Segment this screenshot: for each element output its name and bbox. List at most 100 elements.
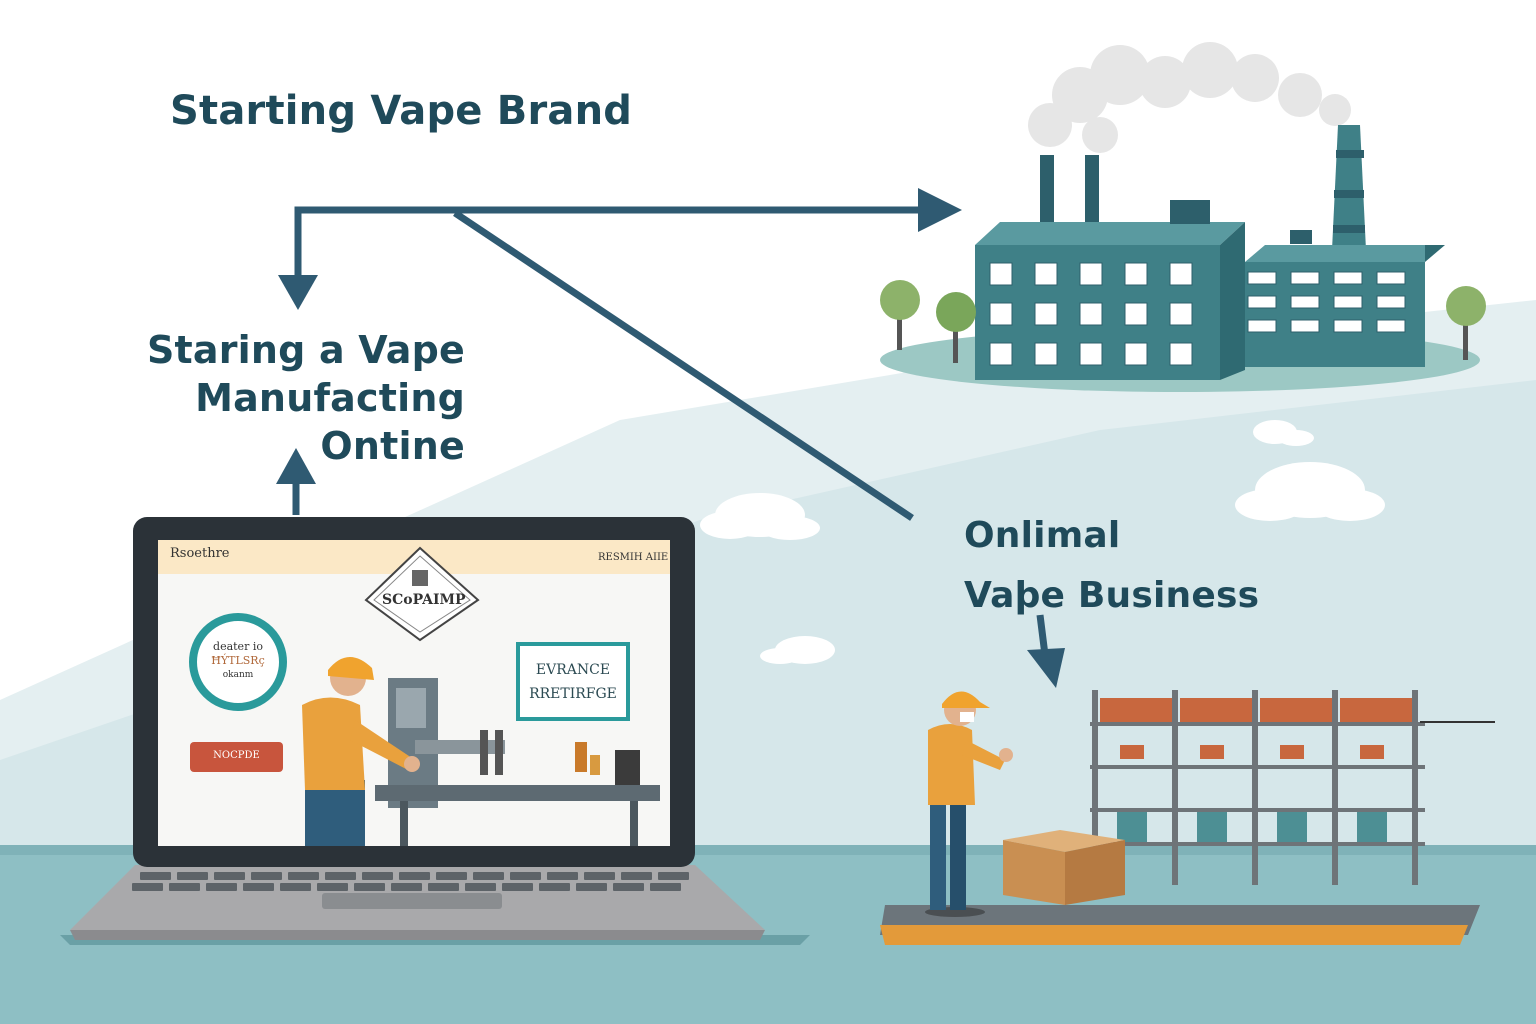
scaffold-post [1172,690,1178,885]
arrow-head-up [276,448,316,484]
screen-header-right: RESMIH AIIE [598,552,669,563]
factory-window [1290,271,1320,285]
factory-window [1124,262,1148,286]
factory-window [1169,262,1193,286]
keyboard-key [169,883,200,891]
heading-line: Staring a Vape [146,328,465,372]
factory-worker [925,691,1013,917]
keyboard-key [251,872,282,880]
chimney [1040,155,1054,225]
keyboard-key [391,883,422,891]
factory-window [1290,295,1320,309]
scaffold-post [1412,690,1418,885]
factory-window [1034,342,1058,366]
laptop-keyboard [132,872,689,891]
factory-window [1079,262,1103,286]
factory-window [1376,319,1406,333]
factory-window [1079,302,1103,326]
screen-info-box-text: EVRANCE RRETIRFGE [520,658,626,706]
arrow-head-right [918,188,962,232]
screen-badge-text: deater io ĦÝTLSRç okanm [203,640,273,682]
factory-window [1247,295,1277,309]
factory-window [1124,302,1148,326]
scaffold-roof [1100,698,1172,722]
screen-worker [302,656,420,846]
arrow-head-down-right [1027,648,1065,688]
keyboard-key [658,872,689,880]
storage-bin [1280,745,1304,759]
screen-logo-text: SCoPAIMP [382,592,466,608]
machine-unit [1117,812,1147,842]
box-line: RRETIRFGE [529,686,617,702]
flow-arrows [292,206,1049,656]
scaffold-beam [1090,765,1425,769]
screen-logo [364,546,480,642]
factory-window [1169,342,1193,366]
factory-window [1333,295,1363,309]
keyboard-key [288,872,319,880]
badge-line: okanm [222,670,254,680]
keyboard-key [465,883,496,891]
heading-vape-manufacturing: Staring a Vape Manufacting Ontine [40,326,465,470]
keyboard-key [650,883,681,891]
screen-button-label: NOCPDE [213,750,260,761]
scaffold-beam [1090,842,1425,846]
screen-machine [375,678,660,846]
keyboard-key [206,883,237,891]
warehouse-scaffold [1090,690,1495,885]
box-line: EVRANCE [535,662,611,678]
keyboard-key [280,883,311,891]
storage-bin [1120,745,1144,759]
heading-line: Manufacting Ontine [195,376,465,468]
smoke-plume [1028,42,1351,153]
scaffold-beam [1090,722,1425,726]
keyboard-key [621,872,652,880]
scaffold-post [1092,690,1098,885]
scaffold-roof [1180,698,1252,722]
factory-window [1169,302,1193,326]
factory-window [1376,295,1406,309]
factory-window [989,262,1013,286]
keyboard-key [325,872,356,880]
keyboard-key [214,872,245,880]
keyboard-key [362,872,393,880]
keyboard-key [317,883,348,891]
screen-badge [189,613,287,711]
tree [880,280,1486,363]
scaffold-roof [1260,698,1332,722]
heading-line: Vaþe Business [964,575,1260,616]
factory-window [989,302,1013,326]
scaffold-post [1332,690,1338,885]
factory-window [989,342,1013,366]
screen-header-left: Rsoethre [170,546,230,561]
keyboard-key [428,883,459,891]
factory-window [1333,319,1363,333]
storage-bin [1200,745,1224,759]
chimney [1085,155,1099,225]
keyboard-key [473,872,504,880]
cardboard-boxes [1003,830,1125,905]
keyboard-key [502,883,533,891]
screen-red-button [190,742,283,772]
machine-unit [1357,812,1387,842]
factory-windows [989,262,1406,366]
keyboard-key [140,872,171,880]
factory-window [1247,271,1277,285]
factory-window [1124,342,1148,366]
badge-line: ĦÝTLSRç [211,654,265,667]
factory-window [1333,271,1363,285]
screen-info-box [516,642,630,721]
keyboard-key [177,872,208,880]
factory-window [1290,319,1320,333]
keyboard-key [547,872,578,880]
keyboard-key [436,872,467,880]
scaffold-beam [1090,808,1425,812]
keyboard-key [354,883,385,891]
factory-window [1376,271,1406,285]
factory-window [1247,319,1277,333]
keyboard-key [132,883,163,891]
storage-bin [1360,745,1384,759]
badge-line: deater io [213,640,263,653]
keyboard-key [399,872,430,880]
